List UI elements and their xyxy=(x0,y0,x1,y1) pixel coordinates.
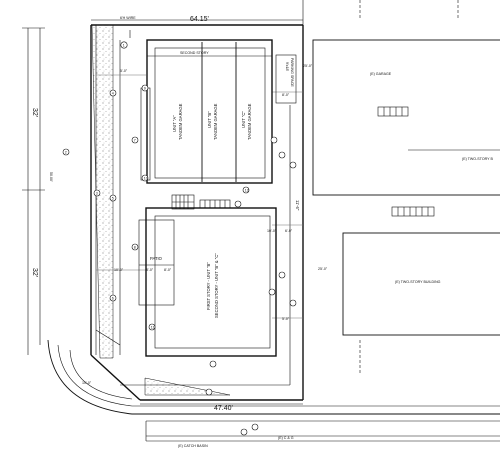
first-story-label: FIRST STORY - UNIT "B" xyxy=(206,262,211,310)
top-frontage-dim: 64.15' xyxy=(190,16,209,23)
unit-a-label: UNIT "A" xyxy=(172,115,177,132)
neighbor-two-story-label: (E) TWO-STORY B xyxy=(462,157,493,161)
svg-text:2: 2 xyxy=(65,150,67,154)
landscape-strip-bottom xyxy=(144,377,231,396)
parking-space-size: 9'x18' xyxy=(285,62,289,71)
curb-label: (E) C & G xyxy=(278,436,294,440)
unit-b-tandem: TANDEM GARAGE xyxy=(213,103,218,140)
svg-text:4: 4 xyxy=(112,91,114,95)
keynote-markers xyxy=(62,41,297,436)
street-lines xyxy=(145,420,500,442)
dim-8b: 8'-0" xyxy=(146,268,154,272)
corner-dim: 10'-0" xyxy=(82,381,92,385)
second-story-unit-label: SECOND STORY - UNIT "B" & "C" xyxy=(214,253,219,318)
property-boundary xyxy=(90,24,304,401)
svg-text:10: 10 xyxy=(144,176,148,180)
svg-text:11: 11 xyxy=(151,325,155,329)
dim-8: 8'-0" xyxy=(282,93,290,97)
reference-lines xyxy=(302,0,459,375)
left-dim-a: 32' xyxy=(31,108,38,117)
curb-curves xyxy=(47,339,500,415)
unit-a-tandem: TANDEM GARAGE xyxy=(178,103,183,140)
unit-c-tandem: TANDEM GARAGE xyxy=(247,103,252,140)
dim-street-top: 25'-0" xyxy=(303,64,313,68)
bottom-frontage-dim: 47.40' xyxy=(214,405,233,412)
mid-right-dim: 11'-6" xyxy=(295,200,300,211)
svg-text:3: 3 xyxy=(96,191,98,195)
neighbor-garage-label: (E) GARAGE xyxy=(370,72,392,76)
stairs-right xyxy=(199,199,231,209)
neighbor-two-story-building-label: (E) TWO-STORY BUILDING xyxy=(395,280,441,284)
keynote-numbers: 1 2 3 4 5 6 7 8 9 10 11 12 xyxy=(65,43,249,329)
svg-text:9: 9 xyxy=(144,86,146,90)
top-wire-note: 6'H WIRE xyxy=(120,16,136,20)
neighbor-two-story-building xyxy=(342,232,500,336)
stairs-left xyxy=(171,194,195,210)
dim-set: 5'-0" xyxy=(120,69,128,73)
second-story-label: SECOND STORY xyxy=(180,51,209,55)
parking-space-label: PARKING SPACE xyxy=(290,58,294,87)
dim-set-b: 5'-0" xyxy=(282,317,290,321)
unit-b-label: UNIT "B" xyxy=(207,111,212,128)
unit-building xyxy=(138,207,277,357)
setback-lines xyxy=(96,40,303,386)
corner-leader xyxy=(95,329,121,346)
patio-label: PATIO xyxy=(150,256,163,261)
catch-basin-label: (E) CATCH BASIN xyxy=(178,444,208,448)
landscape-strip-left xyxy=(91,24,114,359)
left-dim-b: 32' xyxy=(31,268,38,277)
left-dimension-lines xyxy=(22,27,45,355)
unit-c-label: UNIT "C" xyxy=(241,111,246,128)
neighbor-stairs-a xyxy=(377,106,409,117)
svg-text:7: 7 xyxy=(134,138,136,142)
dim-fence: 6'-0" xyxy=(285,229,293,233)
garage-building xyxy=(140,39,273,184)
dim-8c: 8'-0" xyxy=(164,268,172,272)
svg-text:1: 1 xyxy=(123,43,125,47)
neighbor-garage xyxy=(312,39,500,196)
curve-dim: 50.00' xyxy=(49,172,53,182)
dim-10b: 10'-0" xyxy=(114,268,124,272)
dim-lot: 25'-0" xyxy=(318,267,328,271)
svg-text:5: 5 xyxy=(112,196,114,200)
svg-text:6: 6 xyxy=(112,296,114,300)
svg-text:8: 8 xyxy=(134,245,136,249)
svg-text:12: 12 xyxy=(245,188,249,192)
neighbor-stairs-b xyxy=(391,206,435,217)
parking-space xyxy=(275,54,297,104)
dim-10: 10'-0" xyxy=(267,229,277,233)
